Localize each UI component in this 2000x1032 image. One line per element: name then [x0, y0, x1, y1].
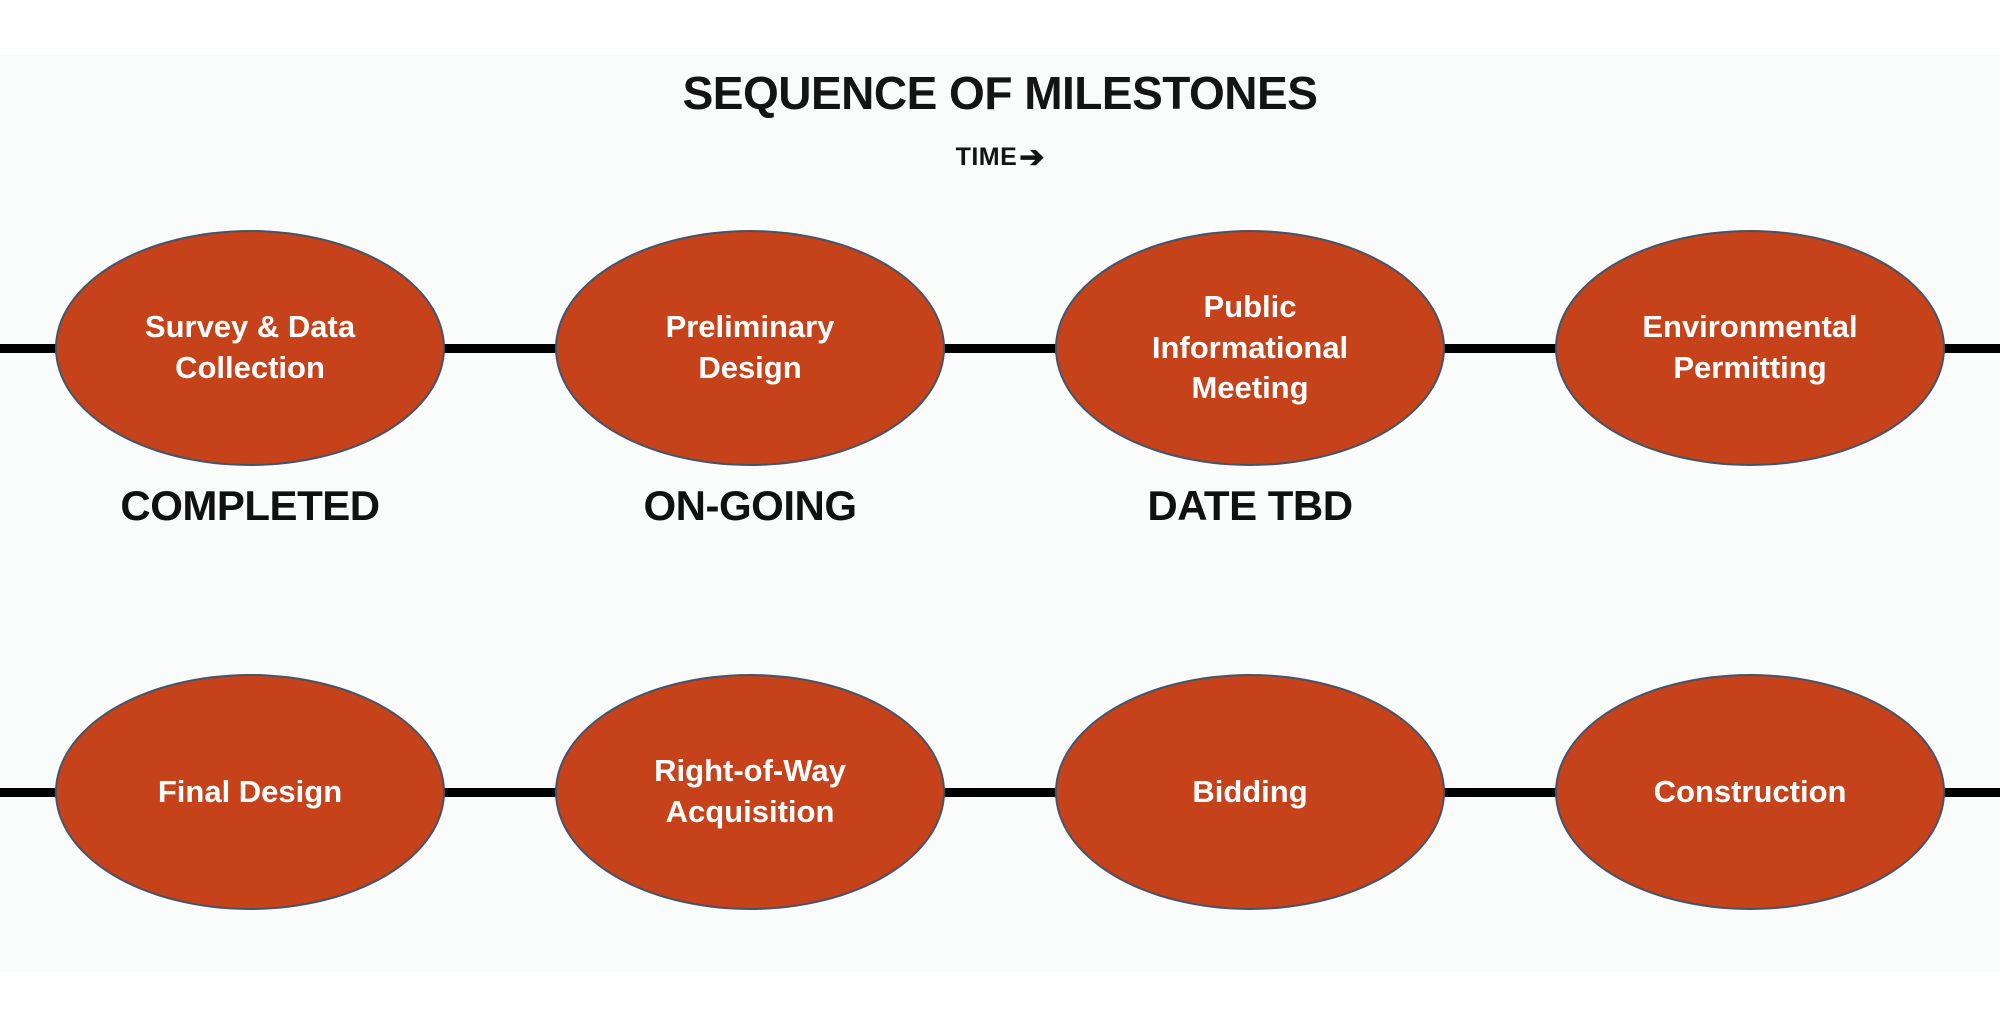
milestone-label: Construction	[1653, 773, 1847, 809]
milestone-row-1: Survey & Data Collection COMPLETED Preli…	[0, 230, 2000, 529]
diagram-title: SEQUENCE OF MILESTONES	[682, 67, 1318, 119]
milestone-ellipse-environmental-permitting: Environmental Permitting	[1555, 230, 1945, 466]
milestone-final-design: Final Design	[55, 674, 445, 910]
milestone-bidding: Bidding	[1055, 674, 1445, 910]
status-label-date-tbd: DATE TBD	[1147, 482, 1353, 529]
milestone-label: Survey & Data Collection	[144, 309, 356, 385]
milestone-ellipse-construction: Construction	[1555, 674, 1945, 910]
status-label-completed: COMPLETED	[120, 482, 380, 529]
milestone-survey-data-collection: Survey & Data Collection COMPLETED	[55, 230, 445, 529]
milestone-label: Public Informational Meeting	[1151, 288, 1349, 406]
milestone-ellipse-public-informational-meeting: Public Informational Meeting	[1055, 230, 1445, 466]
milestone-label: Preliminary Design	[665, 309, 835, 385]
milestone-label: Bidding	[1192, 773, 1308, 809]
milestone-public-informational-meeting: Public Informational Meeting DATE TBD	[1055, 230, 1445, 529]
timeline-connector-row-1	[0, 344, 2000, 353]
milestone-label: Final Design	[157, 773, 343, 809]
milestone-ellipse-preliminary-design: Preliminary Design	[555, 230, 945, 466]
milestone-group-row-1: Survey & Data Collection COMPLETED Preli…	[55, 230, 1945, 529]
milestone-construction: Construction	[1555, 674, 1945, 910]
milestone-label: Environmental Permitting	[1642, 309, 1858, 385]
time-axis: TIME➔	[0, 141, 2000, 174]
time-arrow-icon: ➔	[1019, 141, 1045, 174]
milestone-preliminary-design: Preliminary Design ON-GOING	[555, 230, 945, 529]
milestone-right-of-way-acquisition: Right-of-Way Acquisition	[555, 674, 945, 910]
milestone-ellipse-final-design: Final Design	[55, 674, 445, 910]
milestone-group-row-2: Final Design Right-of-Way Acquisition Bi…	[55, 674, 1945, 910]
status-label-on-going: ON-GOING	[643, 482, 858, 529]
timeline-connector-row-2	[0, 788, 2000, 797]
milestone-ellipse-survey-data-collection: Survey & Data Collection	[55, 230, 445, 466]
milestone-ellipse-right-of-way-acquisition: Right-of-Way Acquisition	[555, 674, 945, 910]
milestone-environmental-permitting: Environmental Permitting	[1555, 230, 1945, 466]
time-axis-label: TIME	[955, 143, 1018, 171]
milestone-label: Right-of-Way Acquisition	[654, 753, 846, 829]
milestone-row-2: Final Design Right-of-Way Acquisition Bi…	[0, 674, 2000, 910]
milestone-ellipse-bidding: Bidding	[1055, 674, 1445, 910]
